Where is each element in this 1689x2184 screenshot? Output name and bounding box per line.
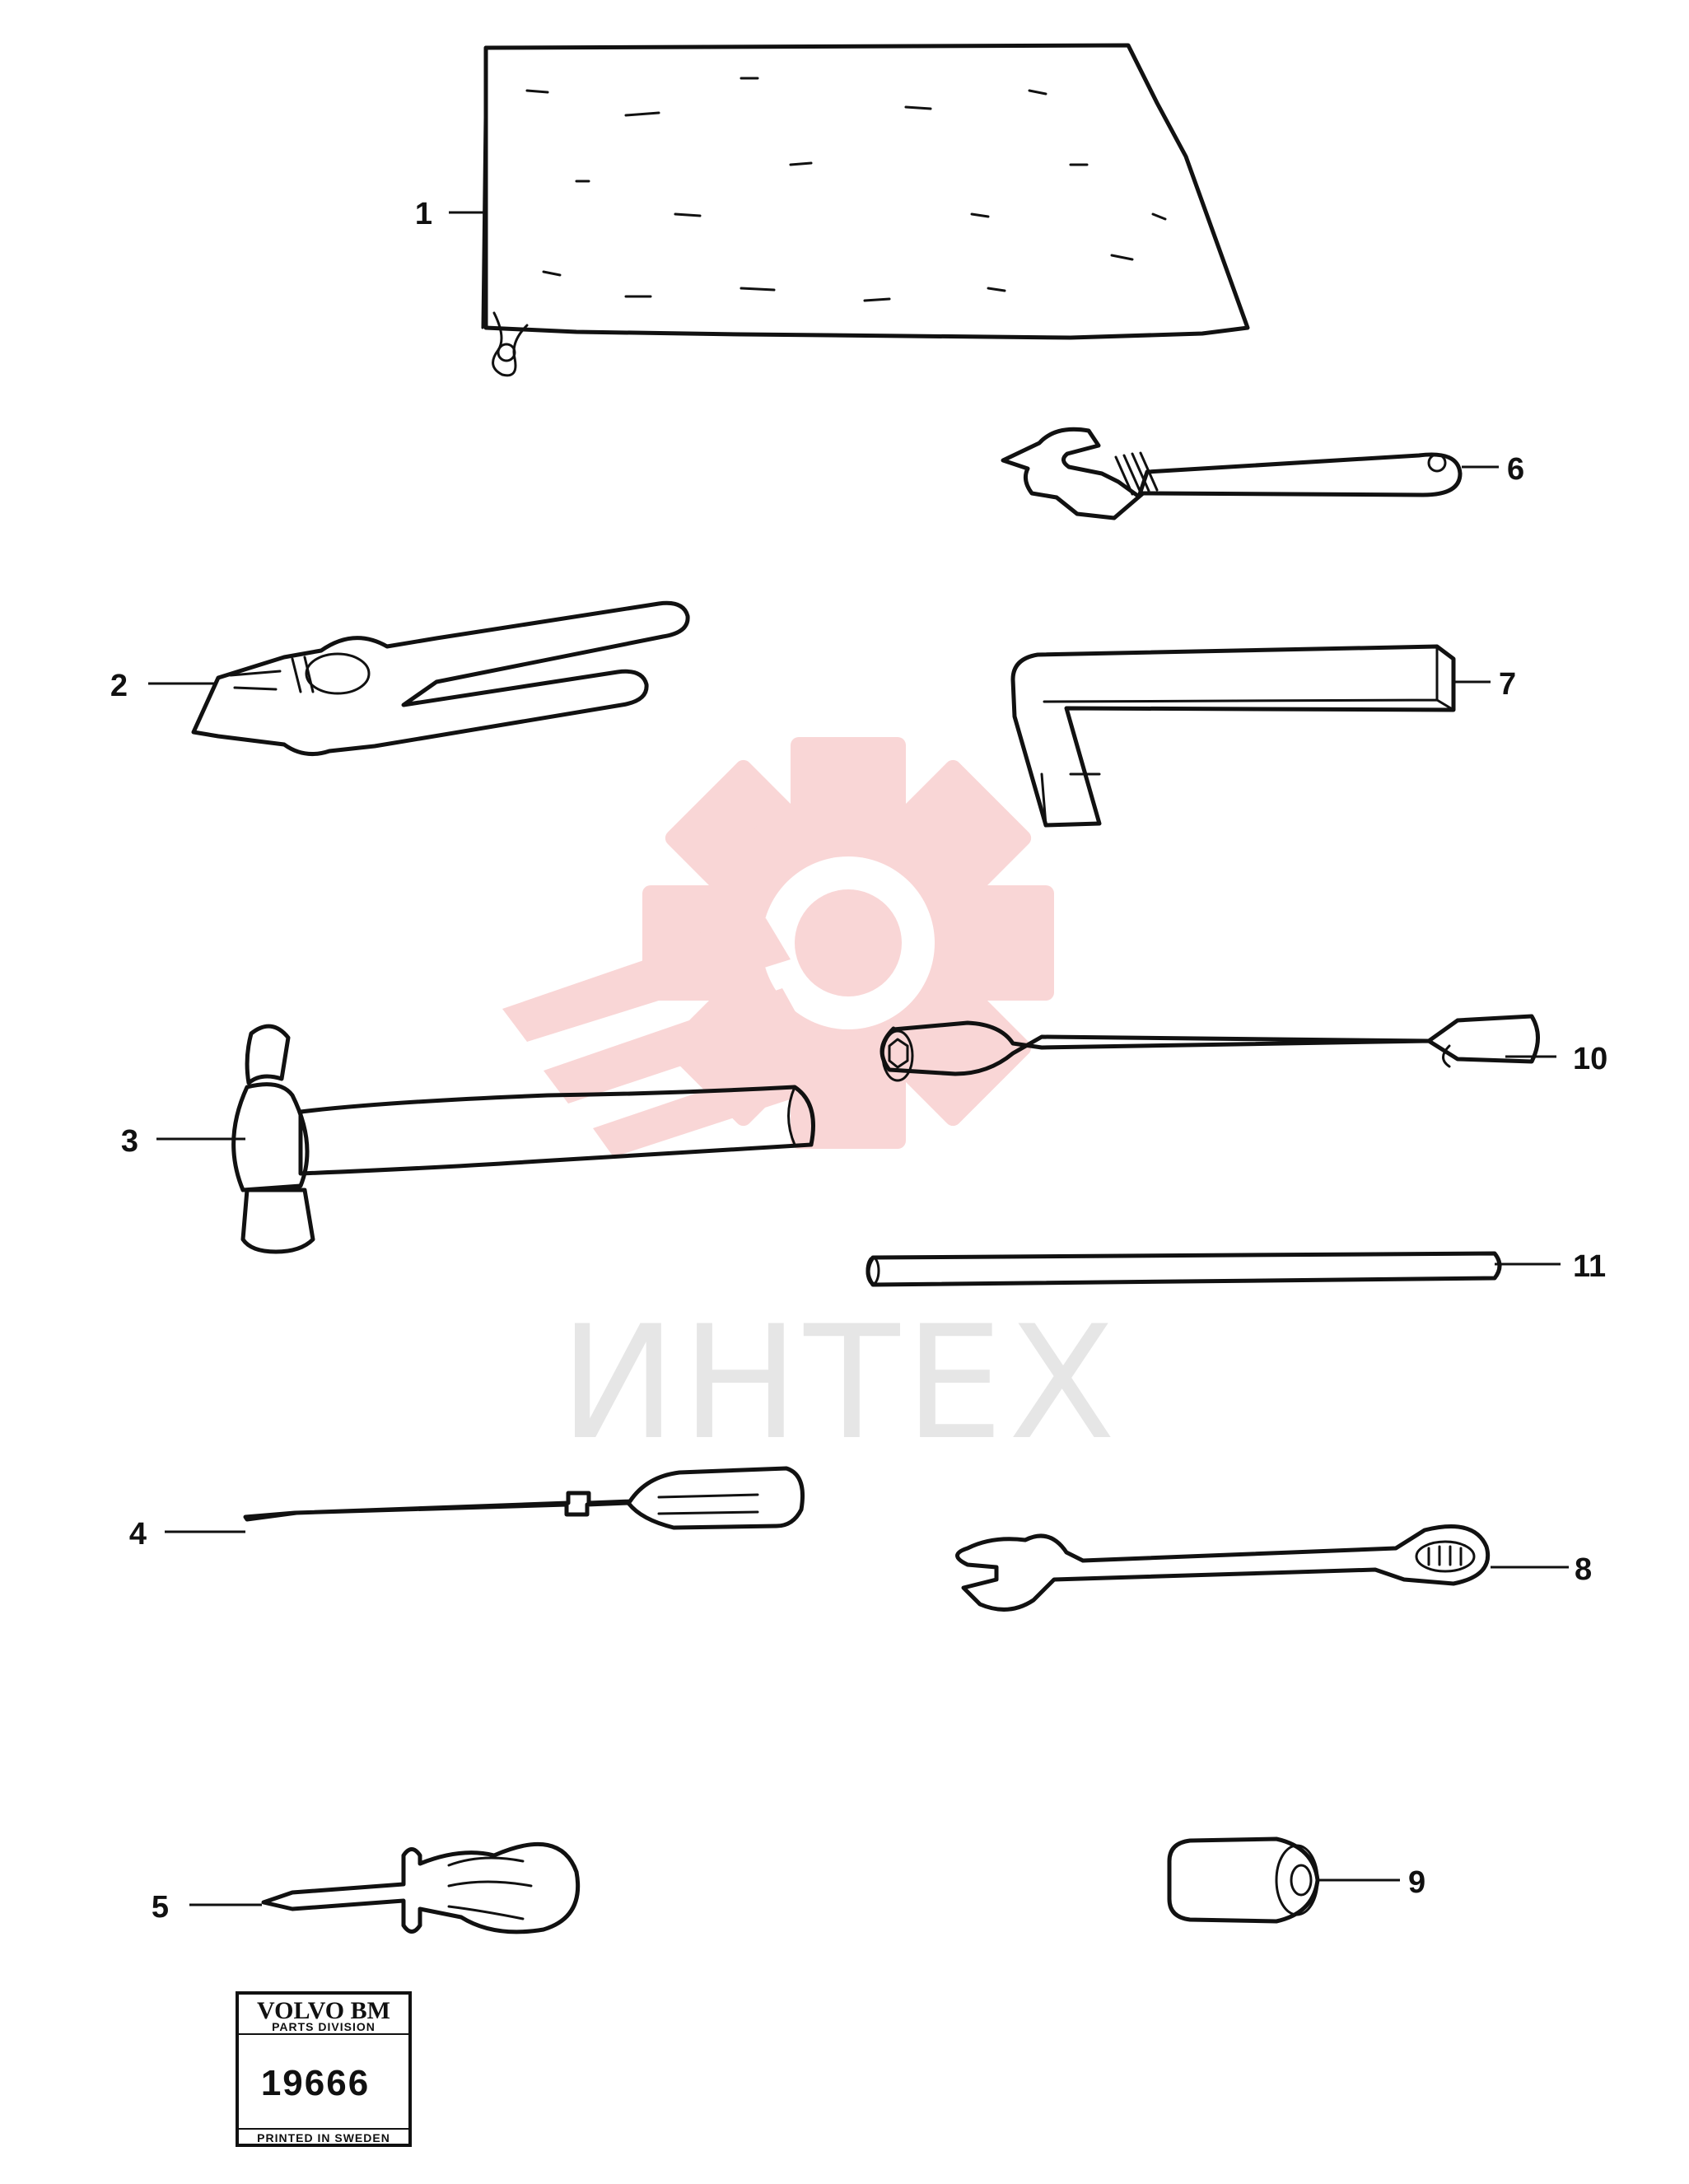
callout-3: 3 bbox=[121, 1124, 138, 1159]
stamp-brand: VOLVO BM bbox=[257, 1997, 390, 2024]
callout-7: 7 bbox=[1499, 667, 1516, 702]
callout-10: 10 bbox=[1573, 1042, 1607, 1076]
callout-4: 4 bbox=[129, 1517, 147, 1552]
tommy-bar-drawing bbox=[865, 1251, 1502, 1287]
stamp-number: 19666 bbox=[261, 2063, 370, 2103]
watermark-text: ИНТЕХ bbox=[559, 1292, 1120, 1474]
stamp-division: PARTS DIVISION bbox=[272, 2020, 376, 2033]
bag-drawing bbox=[481, 43, 1250, 377]
watermark: ИНТЕХ bbox=[502, 737, 1120, 1474]
screwdriver-drawing bbox=[243, 1466, 805, 1530]
callout-6: 6 bbox=[1507, 452, 1524, 487]
combination-wrench-drawing bbox=[955, 1524, 1490, 1612]
callout-11: 11 bbox=[1573, 1249, 1606, 1284]
hex-key-drawing bbox=[1010, 644, 1456, 828]
pliers-drawing bbox=[191, 600, 690, 757]
callout-5: 5 bbox=[152, 1890, 169, 1925]
callout-labels: 1 2 3 4 5 6 7 8 9 10 11 bbox=[110, 197, 1607, 1925]
hammer-drawing bbox=[231, 1024, 815, 1254]
callout-8: 8 bbox=[1575, 1552, 1592, 1587]
socket-drawing bbox=[1167, 1836, 1320, 1924]
callout-1: 1 bbox=[415, 197, 432, 231]
adjustable-wrench-drawing bbox=[1001, 427, 1463, 520]
gear-logo-icon bbox=[502, 737, 1054, 1157]
short-screwdriver-drawing bbox=[261, 1841, 581, 1934]
callout-2: 2 bbox=[110, 669, 128, 703]
callout-9: 9 bbox=[1408, 1865, 1425, 1900]
box-spanner-drawing bbox=[879, 1014, 1540, 1082]
stamp-footer: PRINTED IN SWEDEN bbox=[257, 2131, 390, 2144]
volvo-bm-stamp: VOLVO BM PARTS DIVISION 19666 PRINTED IN… bbox=[236, 1991, 412, 2147]
